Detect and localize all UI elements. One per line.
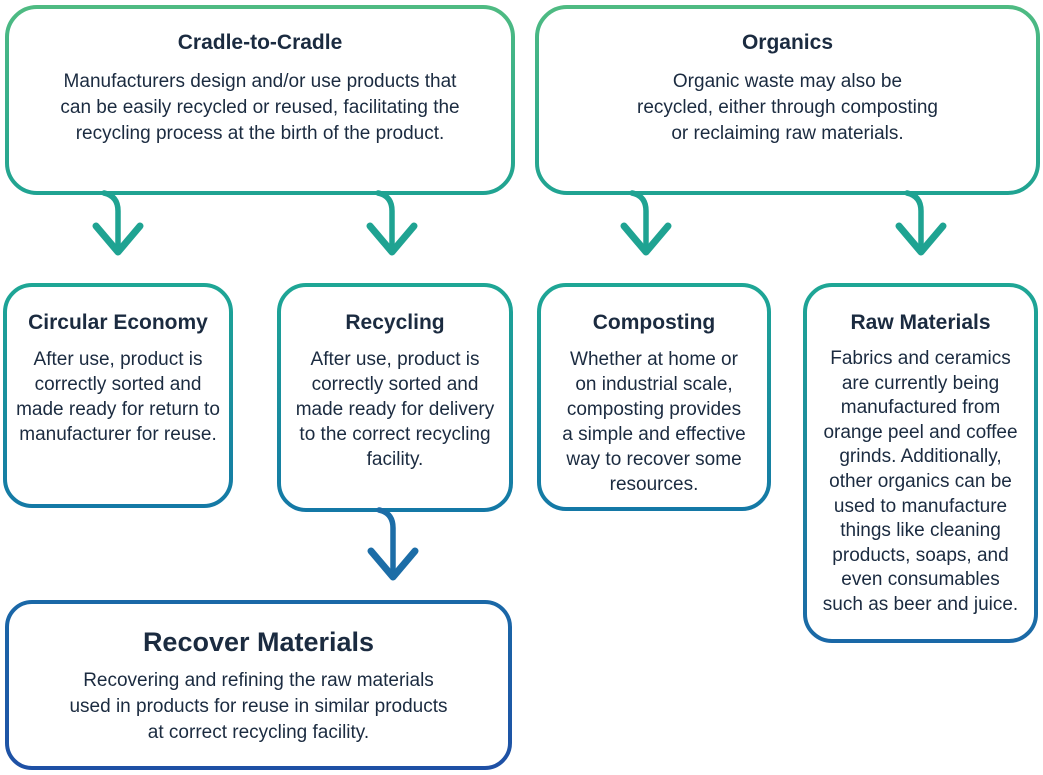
- box-raw-materials: Raw Materials Fabrics and ceramics are c…: [808, 310, 1033, 618]
- box-outline-composting: [537, 283, 771, 511]
- box-cradle-to-cradle: Cradle-to-Cradle Manufacturers design an…: [35, 30, 485, 147]
- arrow-organics-to-raw-materials: [895, 190, 947, 256]
- circular-economy-body: After use, product is correctly sorted a…: [16, 349, 220, 445]
- organics-body: Organic waste may also be recycled, eith…: [637, 71, 938, 144]
- box-outline-circular-economy: [3, 283, 233, 508]
- arrow-organics-to-composting: [620, 190, 672, 256]
- cradle-to-cradle-title: Cradle-to-Cradle: [177, 31, 343, 54]
- arrow-cradle-to-circular-economy: [92, 190, 144, 256]
- recover-materials-title: Recover Materials: [142, 627, 375, 657]
- box-organics: Organics Organic waste may also be recyc…: [565, 30, 1010, 147]
- circular-economy-title: Circular Economy: [28, 311, 208, 334]
- recover-materials-body: Recovering and refining the raw material…: [69, 670, 448, 743]
- box-recycling: Recycling After use, product is correctl…: [282, 310, 508, 472]
- box-outline-organics: [535, 5, 1040, 195]
- box-recover-materials: Recover Materials Recovering and refinin…: [35, 626, 482, 746]
- recycling-title: Recycling: [345, 311, 445, 334]
- raw-materials-title: Raw Materials: [850, 311, 991, 334]
- cradle-to-cradle-body: Manufacturers design and/or use products…: [60, 71, 460, 144]
- top-row-arrows: [92, 190, 947, 256]
- recycling-body: After use, product is correctly sorted a…: [295, 349, 495, 470]
- box-outline-recycling: [277, 283, 513, 512]
- composting-body: Whether at home or on industrial scale, …: [562, 349, 746, 495]
- box-outline-cradle-to-cradle: [5, 5, 515, 195]
- organics-title: Organics: [741, 31, 834, 54]
- composting-title: Composting: [592, 311, 716, 334]
- raw-materials-body: Fabrics and ceramics are currently being…: [822, 348, 1019, 615]
- arrow-recycling-to-recover-materials: [367, 507, 419, 581]
- box-composting: Composting Whether at home or on industr…: [542, 310, 766, 497]
- arrow-cradle-to-recycling: [366, 190, 418, 256]
- box-circular-economy: Circular Economy After use, product is c…: [8, 310, 228, 447]
- box-outline-raw-materials: [803, 283, 1038, 643]
- box-outline-recover-materials: [5, 600, 512, 770]
